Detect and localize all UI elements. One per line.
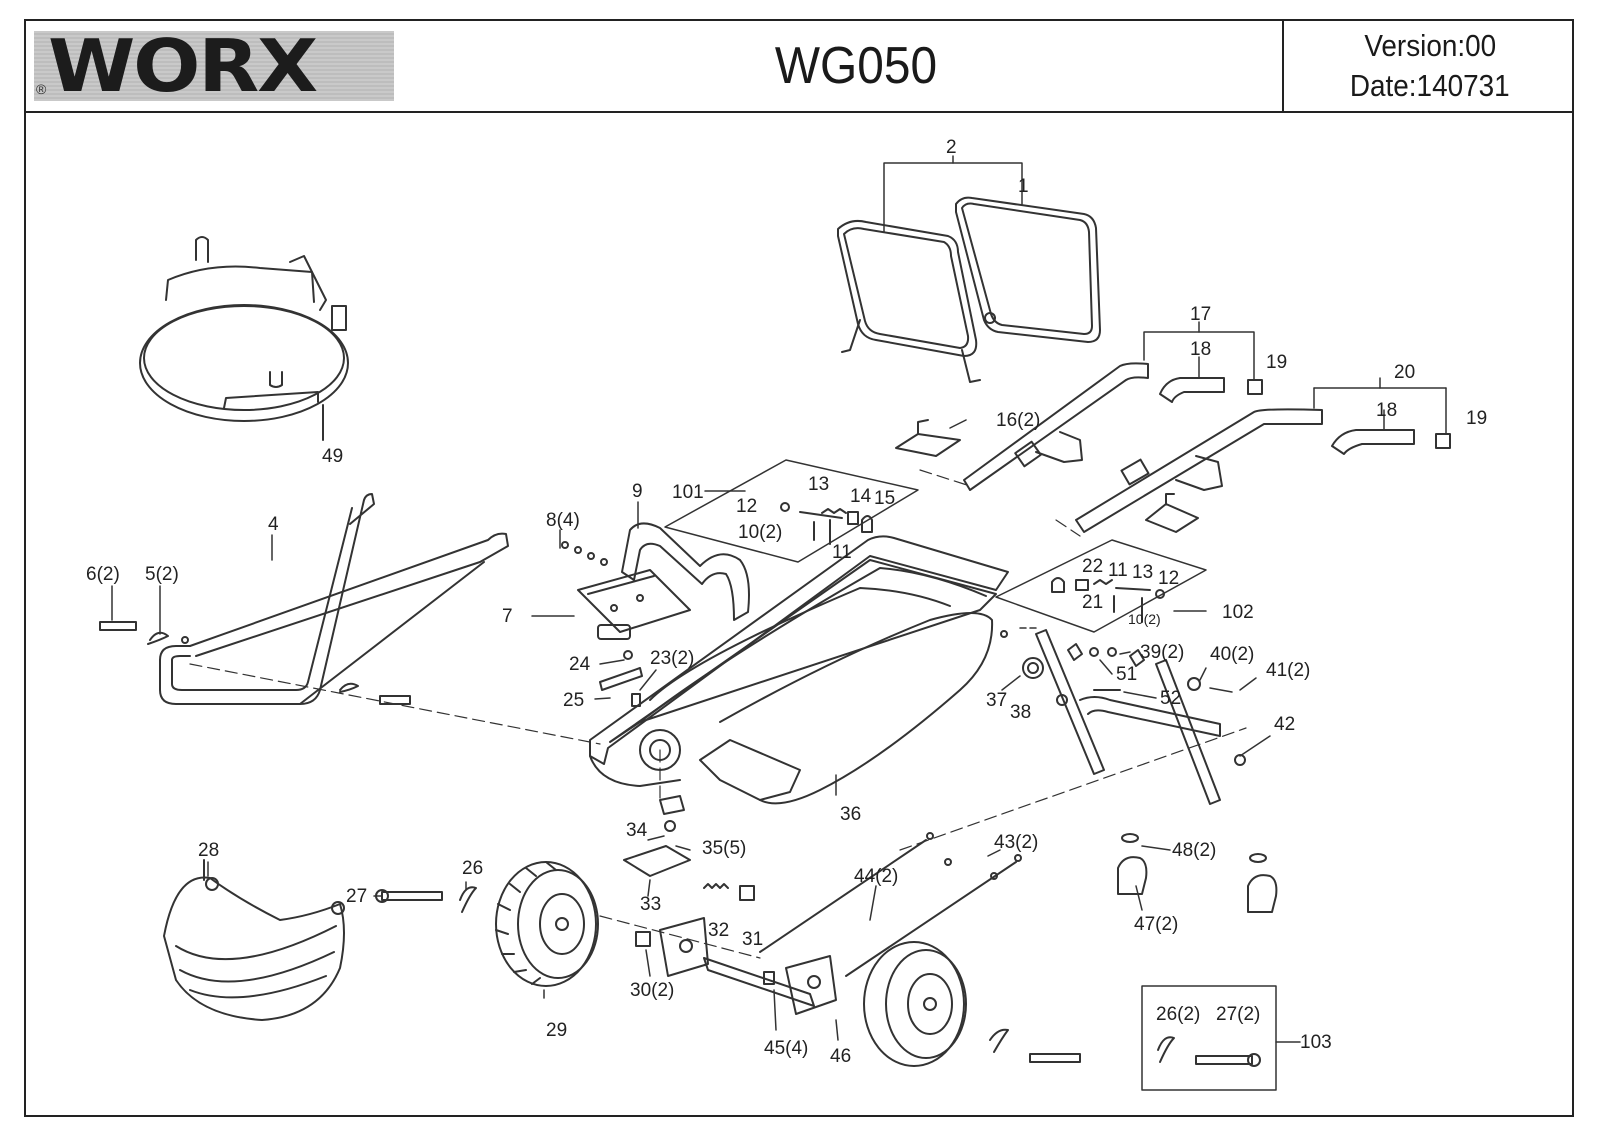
label-part-27: 27	[346, 886, 367, 907]
label-part-33: 33	[640, 894, 661, 915]
label-part-13a: 13	[808, 474, 829, 495]
label-part-17: 17	[1190, 304, 1211, 325]
label-part-52: 52	[1160, 688, 1181, 709]
label-part-26: 26	[462, 858, 483, 879]
part-side-panels	[837, 196, 1101, 383]
label-part-22: 22	[1082, 556, 1103, 577]
label-part-35: 35(5)	[702, 838, 746, 859]
label-part-48: 48(2)	[1172, 840, 1216, 861]
label-part-24: 24	[569, 654, 591, 675]
part-rear-legs	[1000, 627, 1246, 805]
label-part-40: 40(2)	[1210, 644, 1254, 665]
title-block: WORX ® WG050 Version:00 Date:140731	[26, 21, 1572, 113]
label-part-39: 39(2)	[1140, 642, 1184, 663]
label-part-46: 46	[830, 1046, 851, 1067]
part-feet	[1117, 833, 1278, 913]
registered-mark: ®	[36, 81, 47, 97]
label-part-11b: 11	[1108, 560, 1128, 581]
label-part-8: 8(4)	[546, 510, 580, 531]
label-part-37: 37	[986, 690, 1007, 711]
label-part-12a: 12	[736, 496, 757, 517]
part-handles	[963, 362, 1451, 533]
part-handle-bracket	[895, 419, 967, 457]
label-part-19b: 19	[1466, 408, 1487, 429]
label-part-32: 32	[708, 920, 729, 941]
part-labels: 1 2 4 5(2) 6(2) 7 8(4) 9 10(2) 10(2) 11 …	[86, 137, 1487, 1067]
label-part-11a: 11	[832, 542, 852, 563]
label-part-49: 49	[322, 446, 343, 467]
label-part-18a: 18	[1190, 339, 1211, 360]
part-axle-hardware	[599, 650, 755, 901]
label-part-28: 28	[198, 840, 219, 861]
label-part-19a: 19	[1266, 352, 1287, 373]
part-axle-plates	[635, 832, 1022, 1015]
label-part-2: 2	[946, 137, 957, 158]
part-basket	[163, 859, 345, 1021]
part-axle-pins	[375, 886, 477, 913]
label-part-51: 51	[1116, 664, 1137, 685]
part-front-frame	[159, 493, 509, 705]
label-part-47: 47(2)	[1134, 914, 1178, 935]
kit-box-103	[1141, 985, 1301, 1091]
label-part-5: 5(2)	[145, 564, 179, 585]
label-part-45: 45(4)	[764, 1038, 808, 1059]
label-part-6: 6(2)	[86, 564, 120, 585]
label-part-21: 21	[1082, 592, 1103, 613]
label-part-30: 30(2)	[630, 980, 674, 1001]
model-title: WG050	[460, 21, 1251, 111]
label-part-42: 42	[1274, 714, 1295, 735]
label-part-12b: 12	[1158, 568, 1179, 589]
label-part-31: 31	[742, 929, 763, 950]
part-right-wheel	[863, 941, 1081, 1067]
label-part-18b: 18	[1376, 400, 1397, 421]
label-part-44: 44(2)	[854, 866, 898, 887]
label-part-1: 1	[1018, 176, 1029, 197]
date-label: Date:140731	[1350, 68, 1510, 103]
label-part-36: 36	[840, 804, 861, 825]
label-part-15: 15	[874, 488, 895, 509]
label-leader-lines	[111, 501, 1271, 1041]
label-part-26-kit: 26(2)	[1156, 1004, 1200, 1025]
label-part-16: 16(2)	[996, 410, 1040, 431]
label-part-14: 14	[850, 486, 872, 507]
label-part-38: 38	[1010, 702, 1031, 723]
leaders-top	[883, 155, 1023, 233]
brand-logo-text: WORX	[48, 24, 318, 108]
label-part-34: 34	[626, 820, 648, 841]
label-part-41: 41(2)	[1266, 660, 1310, 681]
label-part-101: 101	[672, 482, 704, 503]
revision-block: Version:00 Date:140731	[1282, 21, 1576, 111]
label-part-27-kit: 27(2)	[1216, 1004, 1260, 1025]
label-part-4: 4	[268, 514, 279, 535]
leaders-handles	[1143, 321, 1447, 435]
label-part-29: 29	[546, 1020, 567, 1041]
label-part-23: 23(2)	[650, 648, 694, 669]
label-part-7: 7	[502, 606, 513, 627]
part-grip-and-plate	[561, 522, 750, 640]
label-part-20: 20	[1394, 362, 1415, 383]
part-tub	[589, 535, 1009, 805]
label-part-10b: 10(2)	[1128, 611, 1161, 627]
version-label: Version:00	[1364, 28, 1496, 63]
part-left-wheel	[495, 861, 599, 999]
label-part-102: 102	[1222, 602, 1254, 623]
parts-diagram-sheet: WORX ® WG050 Version:00 Date:140731	[24, 19, 1574, 1117]
part-bag-ring	[139, 236, 349, 441]
part-pins-front	[99, 621, 411, 705]
brand-logo: WORX ®	[34, 24, 394, 108]
label-part-25: 25	[563, 690, 584, 711]
kit-boxes	[664, 459, 1207, 633]
label-part-10a: 10(2)	[738, 522, 782, 543]
label-part-9: 9	[632, 481, 643, 502]
kit-hardware	[780, 502, 1165, 623]
label-part-13b: 13	[1132, 562, 1153, 583]
model-number: WG050	[774, 37, 938, 95]
label-part-43: 43(2)	[994, 832, 1038, 853]
label-part-103: 103	[1300, 1032, 1332, 1053]
